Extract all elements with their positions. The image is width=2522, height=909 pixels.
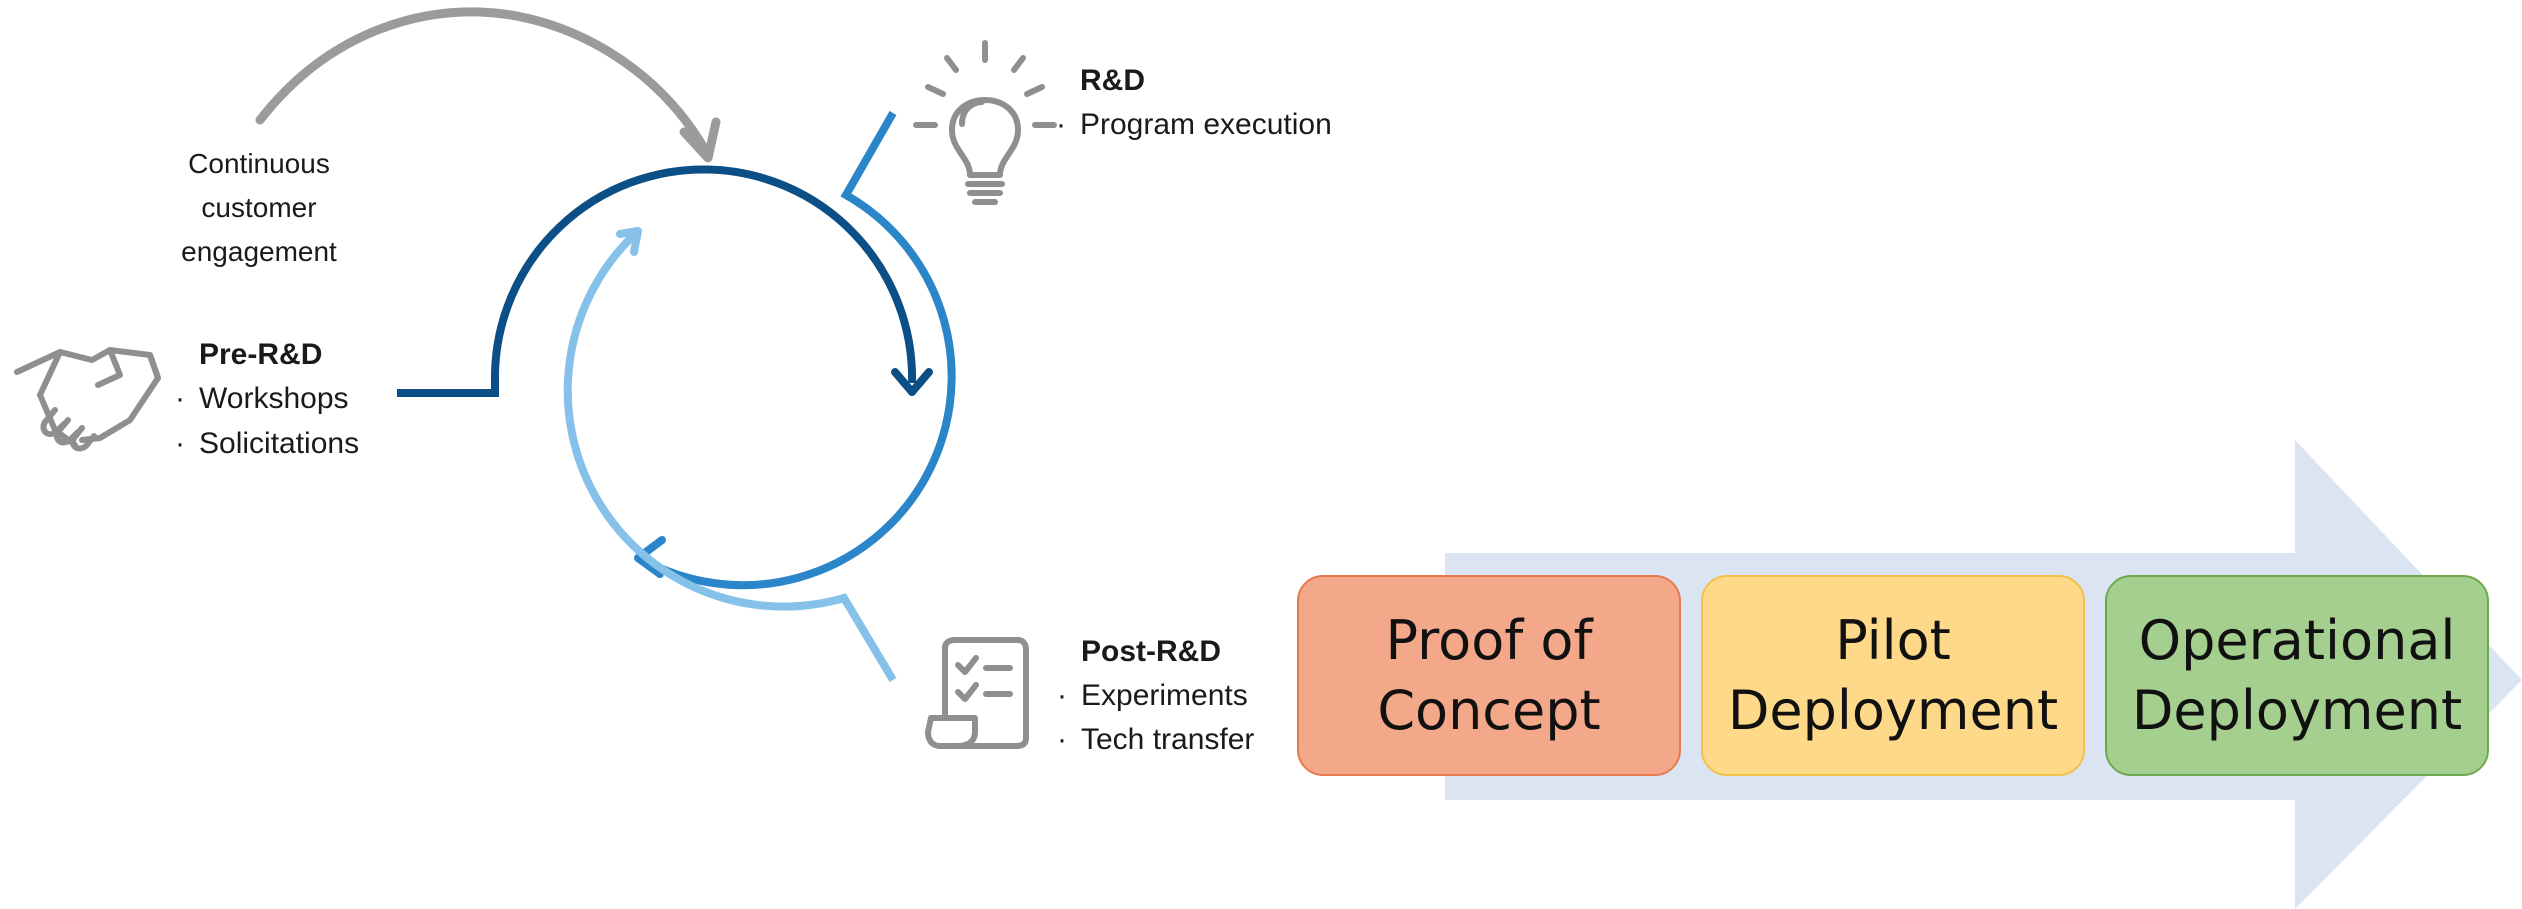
svg-text:engagement: engagement	[181, 236, 337, 267]
stage-proof-of-concept: Proof of Concept	[1297, 575, 1681, 776]
svg-text:Continuous: Continuous	[188, 148, 330, 179]
svg-text:Pre-R&D: Pre-R&D	[199, 338, 322, 371]
svg-text:·: ·	[175, 427, 185, 460]
svg-text:R&D: R&D	[1080, 64, 1145, 97]
stage-label: Operational Deployment	[2131, 608, 2463, 742]
checklist-document-icon	[925, 637, 1029, 749]
svg-text:customer: customer	[201, 192, 316, 223]
svg-text:Program execution: Program execution	[1080, 108, 1332, 141]
stage-label: Pilot Deployment	[1727, 608, 2059, 742]
post-rd-label: Post-R&D · Experiments · Tech transfer	[1057, 635, 1254, 756]
svg-text:·: ·	[1057, 679, 1067, 712]
rd-label: R&D · Program execution	[1056, 64, 1332, 141]
svg-text:Experiments: Experiments	[1081, 679, 1248, 712]
stage-label: Proof of Concept	[1377, 608, 1601, 742]
svg-text:Solicitations: Solicitations	[199, 427, 359, 460]
stage-operational-deployment: Operational Deployment	[2105, 575, 2489, 776]
handshake-icon	[14, 347, 161, 452]
svg-text:·: ·	[1056, 108, 1066, 141]
svg-text:·: ·	[1057, 723, 1067, 756]
svg-text:Tech transfer: Tech transfer	[1081, 723, 1254, 756]
pre-rd-label: Pre-R&D · Workshops · Solicitations	[175, 338, 359, 460]
lightbulb-icon	[913, 40, 1057, 205]
svg-text:Workshops: Workshops	[199, 382, 349, 415]
post-rd-flow-arrow	[563, 227, 897, 683]
stage-pilot-deployment: Pilot Deployment	[1701, 575, 2085, 776]
engagement-arrow	[255, 7, 721, 163]
rd-flow-arrow	[634, 111, 956, 590]
engagement-label: Continuous customer engagement	[181, 148, 337, 267]
svg-text:Post-R&D: Post-R&D	[1081, 635, 1221, 668]
svg-text:·: ·	[175, 382, 185, 415]
pre-rd-flow-arrow	[397, 165, 933, 397]
